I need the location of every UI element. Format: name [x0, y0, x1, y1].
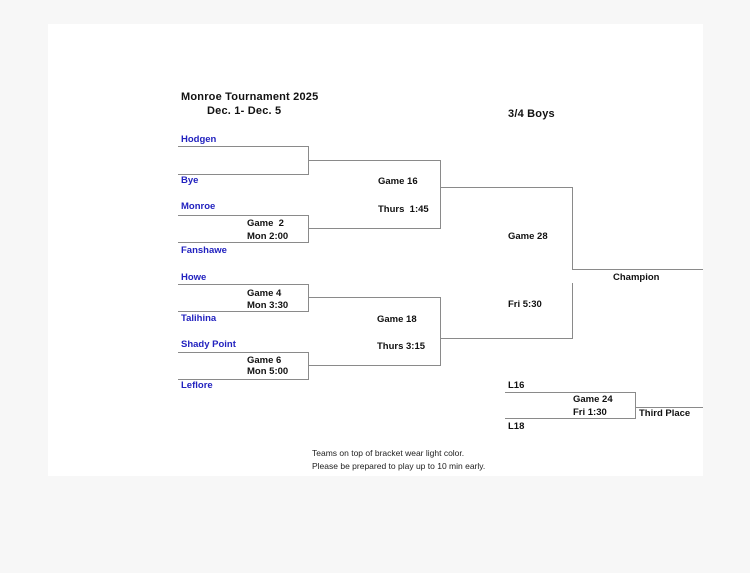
game28-time: Fri 5:30	[508, 299, 542, 310]
game24-time: Fri 1:30	[573, 407, 607, 418]
bracket-line	[572, 283, 573, 339]
bracket-line	[308, 284, 309, 312]
bracket-line	[635, 392, 636, 419]
team-name-hodgen: Hodgen	[181, 134, 217, 145]
game16-time: Thurs 1:45	[378, 204, 429, 215]
third-place-bottom-seed: L18	[508, 421, 525, 432]
game16-label: Game 16	[378, 176, 418, 187]
bracket-line	[308, 228, 440, 229]
bracket-line	[178, 352, 308, 353]
champion-line	[572, 269, 703, 270]
game2-time: Mon 2:00	[247, 231, 289, 242]
bracket-line	[178, 174, 308, 175]
note-early-play: Please be prepared to play up to 10 min …	[312, 461, 486, 471]
note-uniform-color: Teams on top of bracket wear light color…	[312, 448, 465, 458]
champion-label: Champion	[613, 272, 660, 283]
page-title: Monroe Tournament 2025	[181, 91, 319, 103]
division-label: 3/4 Boys	[508, 108, 555, 120]
bracket-line	[178, 215, 308, 216]
bracket-line	[505, 392, 635, 393]
team-name-leflore: Leflore	[181, 380, 213, 391]
third-place-line	[635, 407, 703, 408]
bracket-line	[178, 379, 308, 380]
bracket-line	[440, 338, 572, 339]
team-name-howe: Howe	[181, 272, 207, 283]
date-range: Dec. 1- Dec. 5	[207, 105, 282, 117]
bracket-line	[178, 242, 308, 243]
game4-time: Mon 3:30	[247, 300, 289, 311]
game18-label: Game 18	[377, 314, 417, 325]
team-name-monroe: Monroe	[181, 201, 216, 212]
game24-label: Game 24	[573, 394, 613, 405]
bracket-line	[440, 160, 441, 229]
game18-time: Thurs 3:15	[377, 341, 426, 352]
team-name-bye: Bye	[181, 175, 199, 186]
team-name-talihina: Talihina	[181, 313, 217, 324]
bracket-line	[308, 297, 440, 298]
bracket-line	[308, 160, 440, 161]
bracket-line	[440, 297, 441, 366]
game4-label: Game 4	[247, 288, 282, 299]
bracket-line	[178, 311, 308, 312]
bracket-line	[178, 284, 308, 285]
third-place-top-seed: L16	[508, 380, 525, 391]
game6-time: Mon 5:00	[247, 366, 289, 377]
bracket-line	[308, 215, 309, 243]
team-name-shady-point: Shady Point	[181, 339, 236, 350]
team-name-fanshawe: Fanshawe	[181, 245, 227, 256]
game28-label: Game 28	[508, 231, 548, 242]
bracket-line	[505, 418, 635, 419]
bracket-line	[308, 365, 440, 366]
page-background	[48, 24, 703, 476]
bracket-line	[440, 187, 572, 188]
game2-label: Game 2	[247, 218, 284, 229]
bracket-line	[308, 352, 309, 380]
bracket-line	[572, 187, 573, 270]
game6-label: Game 6	[247, 355, 282, 366]
bracket-line	[178, 146, 308, 147]
third-place-label: Third Place	[639, 408, 691, 419]
